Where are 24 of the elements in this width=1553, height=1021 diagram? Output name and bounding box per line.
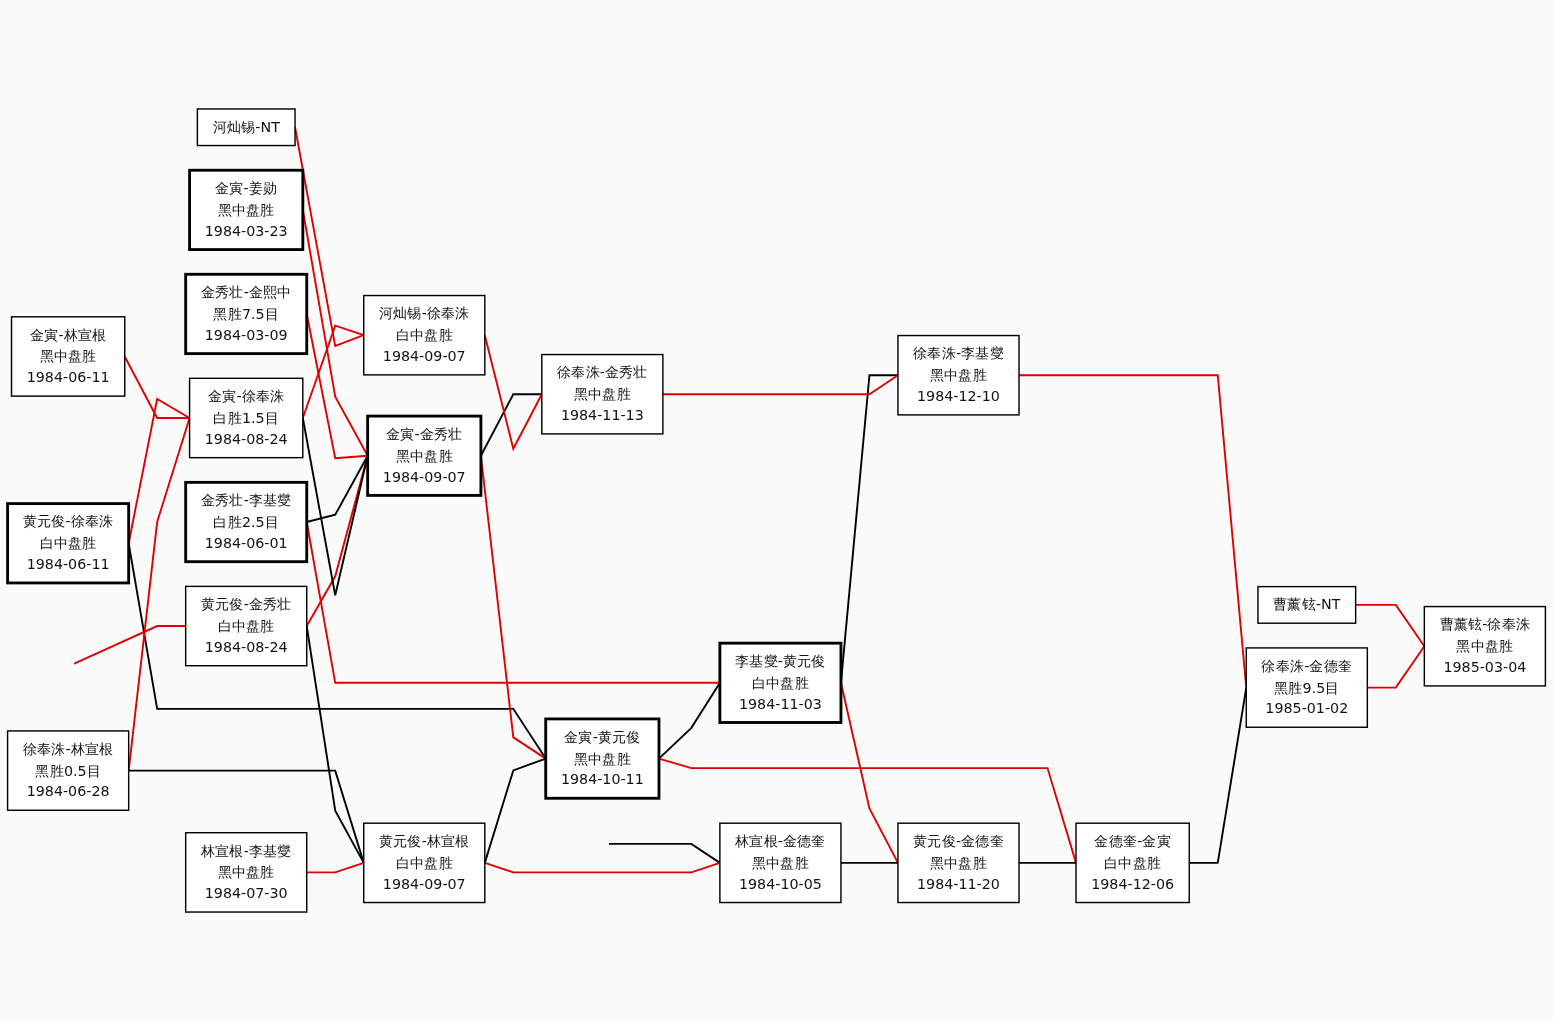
node-box: 林宣根-金德奎 黑中盘胜 1984-10-05 (719, 822, 842, 904)
node-box: 李基燮-黄元俊 白中盘胜 1984-11-03 (718, 641, 843, 724)
node-box: 徐奉洙-金德奎 黑胜9.5目 1985-01-02 (1245, 647, 1369, 728)
node-box: 黄元俊-徐奉洙 白中盘胜 1984-06-11 (6, 502, 131, 585)
node-box: 黄元俊-金秀壮 白中盘胜 1984-08-24 (184, 585, 308, 667)
node-box: 黄元俊-金德奎 黑中盘胜 1984-11-20 (897, 822, 1020, 904)
node-box: 金寅-金秀壮 黑中盘胜 1984-09-07 (366, 414, 483, 497)
node-box: 曹薰铉-徐奉洙 黑中盘胜 1985-03-04 (1423, 605, 1547, 687)
node-box: 徐奉洙-李基燮 黑中盘胜 1984-12-10 (897, 334, 1020, 416)
connector (658, 757, 1077, 864)
node-box: 金寅-姜勋 黑中盘胜 1984-03-23 (188, 168, 305, 251)
node-box: 曹薰铉-NT (1257, 585, 1357, 624)
node-box: 金德奎-金寅 白中盘胜 1984-12-06 (1075, 822, 1190, 904)
node-box: 金秀壮-金熙中 黑胜7.5目 1984-03-09 (184, 272, 309, 356)
node-box: 河灿锡-NT (196, 108, 296, 147)
node-box: 林宣根-李基燮 黑中盘胜 1984-07-30 (184, 832, 308, 913)
node-box: 黄元俊-林宣根 白中盘胜 1984-09-07 (363, 822, 486, 904)
node-box: 徐奉洙-金秀壮 黑中盘胜 1984-11-13 (541, 353, 664, 435)
node-box: 徐奉洙-林宣根 黑胜0.5目 1984-06-28 (6, 730, 130, 811)
node-box: 金寅-林宣根 黑中盘胜 1984-06-11 (10, 316, 126, 397)
node-box: 金秀壮-李基燮 白胜2.5目 1984-06-01 (184, 480, 309, 564)
node-box: 金寅-黄元俊 黑中盘胜 1984-10-11 (544, 717, 661, 800)
node-box: 河灿锡-徐奉洙 白中盘胜 1984-09-07 (363, 294, 486, 376)
node-box: 金寅-徐奉洙 白胜1.5目 1984-08-24 (188, 377, 304, 459)
